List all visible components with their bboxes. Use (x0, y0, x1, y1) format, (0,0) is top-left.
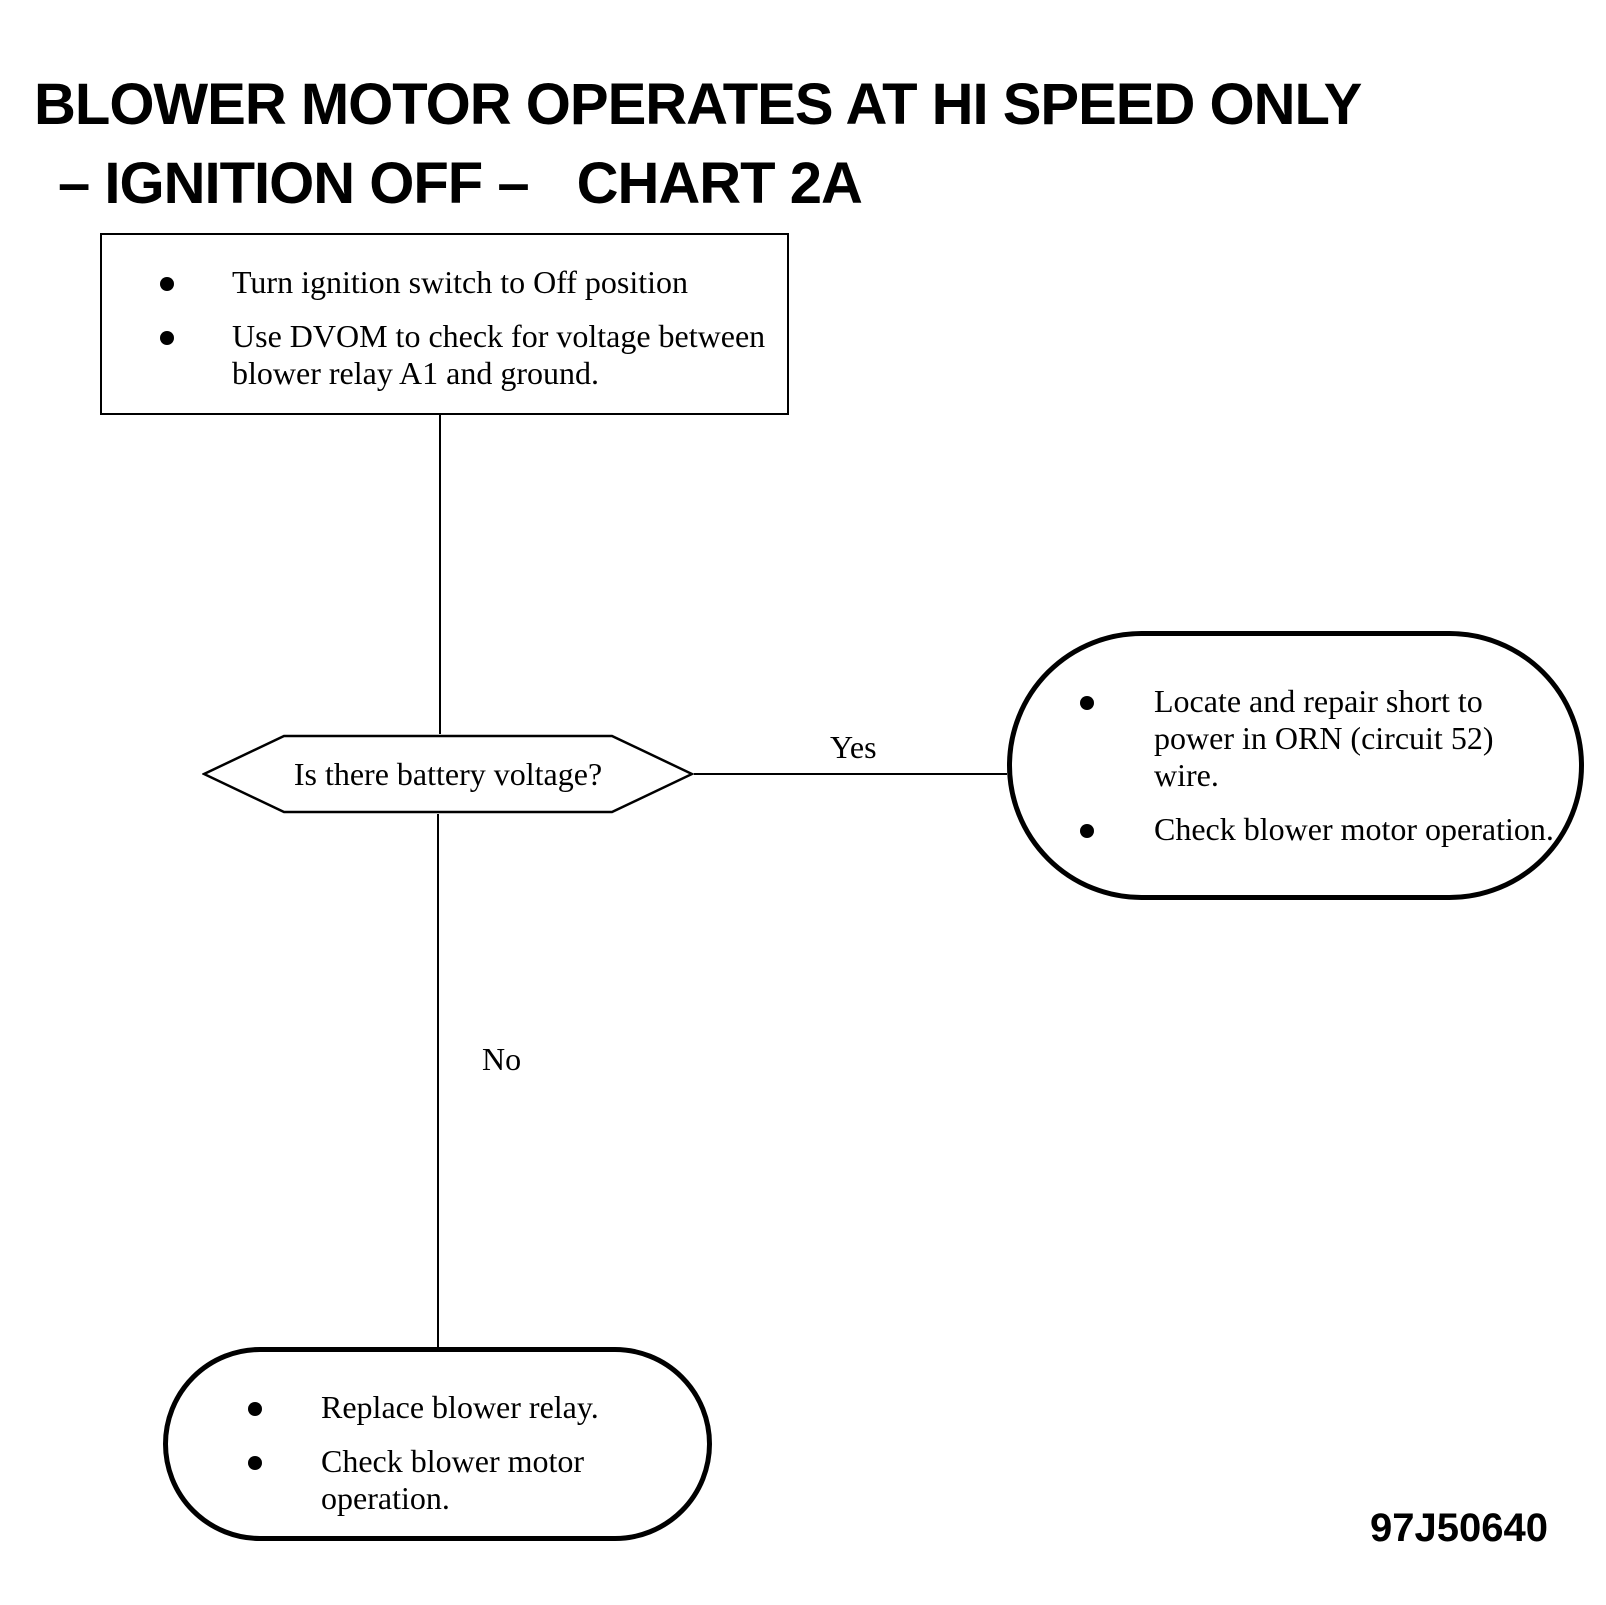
start-step-list: Turn ignition switch to Off position Use… (160, 264, 772, 392)
figure-code: 97J50640 (1370, 1506, 1548, 1550)
list-item: Replace blower relay. (248, 1389, 691, 1426)
yes-step-list: Locate and repair short to power in ORN … (1080, 683, 1554, 848)
title-condition: – IGNITION OFF – (58, 151, 530, 216)
list-item: Locate and repair short to power in ORN … (1080, 683, 1554, 794)
no-step-text: Replace blower relay. (321, 1389, 599, 1425)
list-item: Turn ignition switch to Off position (160, 264, 772, 301)
bullet-icon (1080, 696, 1094, 710)
yes-step-box (1007, 631, 1584, 900)
decision-hexagon (202, 734, 694, 814)
title-line-1: BLOWER MOTOR OPERATES AT HI SPEED ONLY (34, 72, 1362, 137)
no-branch-label: No (482, 1041, 522, 1077)
start-step-box (100, 233, 789, 415)
no-step-list: Replace blower relay. Check blower motor… (248, 1389, 691, 1517)
decision-shape: Is there battery voltage? (202, 734, 694, 814)
bullet-icon (160, 277, 174, 291)
yes-step-text: Check blower motor operation. (1154, 811, 1554, 847)
list-item: Check blower motor operation. (1080, 811, 1554, 848)
yes-branch-label: Yes (830, 729, 877, 765)
start-step-text: Use DVOM to check for voltage between bl… (232, 318, 766, 391)
no-step-box (163, 1347, 712, 1541)
bullet-icon (1080, 824, 1094, 838)
title-line-2: – IGNITION OFF –CHART 2A (58, 155, 863, 213)
bullet-icon (248, 1456, 262, 1470)
bullet-icon (160, 331, 174, 345)
connector-decision-to-yes (694, 773, 1007, 775)
bullet-icon (248, 1402, 262, 1416)
list-item: Check blower motor operation. (248, 1443, 691, 1517)
chart-label: CHART 2A (576, 151, 863, 216)
decision-question: Is there battery voltage? (293, 755, 603, 792)
yes-step-text: Locate and repair short to power in ORN … (1154, 683, 1494, 793)
start-step-text: Turn ignition switch to Off position (232, 264, 689, 300)
list-item: Use DVOM to check for voltage between bl… (160, 318, 772, 392)
no-step-text: Check blower motor operation. (321, 1443, 585, 1516)
connector-decision-to-no (437, 814, 439, 1347)
connector-start-to-decision (439, 415, 441, 734)
